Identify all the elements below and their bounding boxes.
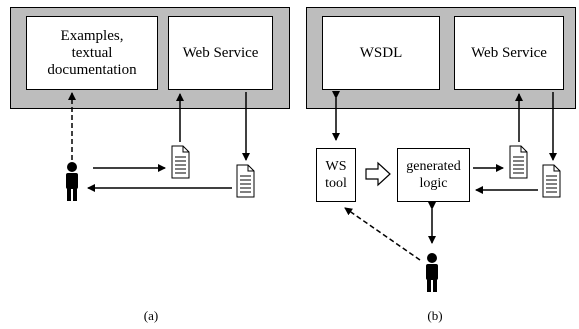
docs-line-3: documentation (47, 61, 137, 78)
dashed-arrow-b-person-to-tool (344, 207, 421, 261)
person-icon-b (426, 253, 438, 292)
web-service-label-b: Web Service (471, 44, 547, 61)
web-service-label-a: Web Service (182, 44, 259, 61)
generated-logic-box: generated logic (397, 148, 470, 202)
person-icon-a (66, 162, 78, 201)
web-service-box-a: Web Service (168, 16, 273, 90)
document-icon-b-response (542, 164, 561, 198)
document-icon-a-response (236, 164, 255, 198)
web-service-box-b: Web Service (454, 16, 564, 90)
wsdl-box: WSDL (322, 16, 440, 90)
wsdl-label: WSDL (359, 44, 403, 61)
ws-tool-line-2: tool (325, 176, 347, 191)
docs-line-1: Examples, (60, 27, 124, 44)
ws-tool-line-1: WS (325, 159, 347, 174)
caption-a: (a) (143, 308, 159, 323)
docs-line-2: textual (71, 44, 113, 61)
caption-b: (b) (427, 308, 443, 323)
logic-line-2: logic (419, 176, 448, 191)
ws-tool-box: WS tool (316, 148, 356, 202)
document-icon-b-request (509, 145, 528, 179)
hollow-arrow-tool-to-logic (365, 161, 391, 187)
document-icon-a-request (171, 145, 190, 179)
logic-line-1: generated (406, 159, 461, 174)
docs-box: Examples, textual documentation (26, 16, 158, 90)
